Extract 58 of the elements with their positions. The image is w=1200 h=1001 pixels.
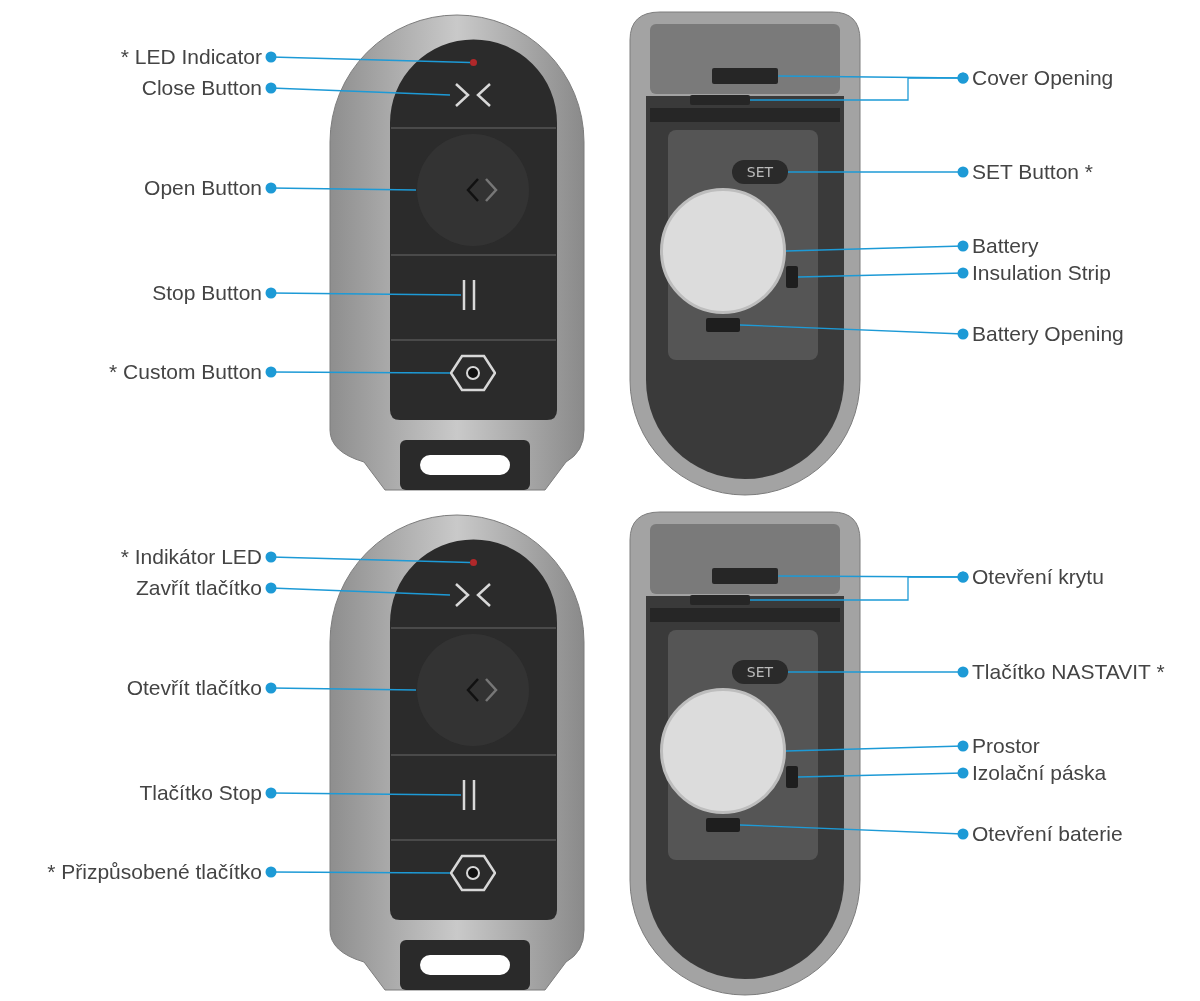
open-button — [416, 633, 530, 747]
callout-label: Open Button — [144, 175, 262, 201]
led-light — [470, 559, 477, 566]
cover-slot — [712, 568, 778, 584]
insulation-strip — [786, 766, 798, 788]
callout-label: Prostor — [972, 733, 1040, 759]
leader-line — [265, 82, 451, 96]
leader-line — [749, 571, 969, 601]
leader-line — [797, 767, 969, 779]
callout-label: Otevření baterie — [972, 821, 1123, 847]
callout-label: * LED Indicator — [120, 44, 262, 70]
leader-line — [749, 72, 969, 101]
battery-opening — [706, 818, 740, 832]
callout-label: Insulation Strip — [972, 260, 1111, 286]
callout-label: Izolační páska — [972, 760, 1107, 786]
callout-label: Tlačítko NASTAVIT * — [972, 659, 1165, 685]
callout-label: Battery — [972, 233, 1039, 259]
cover-slot — [690, 595, 750, 605]
leader-line — [265, 287, 462, 299]
leader-line — [265, 366, 451, 378]
callout-label: Otevření krytu — [972, 564, 1104, 590]
set-button: SET — [732, 160, 788, 184]
stop-button — [461, 279, 477, 311]
callout-label: Tlačítko Stop — [139, 780, 262, 806]
stop-button — [461, 779, 477, 811]
callout-label: Close Button — [141, 75, 262, 101]
leader-line — [265, 682, 417, 694]
open-button — [416, 133, 530, 247]
leader-line — [785, 240, 969, 252]
battery-opening — [706, 318, 740, 332]
callout-label: SET Button * — [972, 159, 1094, 185]
led-light — [470, 59, 477, 66]
leader-line — [785, 740, 969, 752]
insulation-strip — [786, 266, 798, 288]
callout-label: * Custom Button — [109, 359, 262, 385]
callout-label: Otevřít tlačítko — [126, 675, 262, 701]
leader-line — [739, 324, 969, 340]
leader-line — [265, 182, 417, 194]
custom-button — [450, 353, 496, 393]
leader-line — [739, 824, 969, 840]
custom-button — [450, 853, 496, 893]
set-button: SET — [732, 660, 788, 684]
leader-line — [265, 51, 471, 64]
leader-line — [265, 551, 471, 564]
leader-line — [787, 166, 969, 178]
callout-label: Zavřít tlačítko — [135, 575, 262, 601]
cover-slot — [712, 68, 778, 84]
leader-line — [265, 866, 451, 878]
leader-line — [787, 666, 969, 678]
callout-label: Battery Opening — [972, 321, 1124, 347]
cover-slot — [690, 95, 750, 105]
callout-label: * Přizpůsobené tlačítko — [47, 859, 262, 885]
callout-label: Stop Button — [152, 280, 262, 306]
callout-label: * Indikátor LED — [120, 544, 262, 570]
leader-line — [265, 582, 451, 596]
leader-line — [265, 787, 462, 799]
callout-label: Cover Opening — [972, 65, 1114, 91]
leader-line — [797, 267, 969, 279]
